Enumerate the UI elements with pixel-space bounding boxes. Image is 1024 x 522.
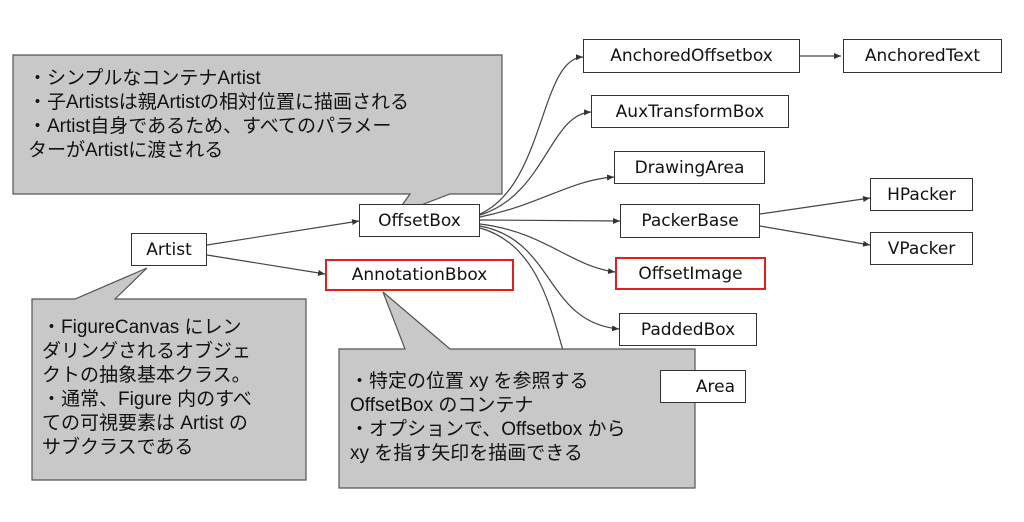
callout-offsetbox-text: ・シンプルなコンテナArtist ・子Artistsは親Artistの相対位置に…	[28, 67, 409, 163]
callout-line: クトの抽象基本クラス。	[42, 365, 251, 386]
edge-offsetbox-packerbase	[479, 217, 621, 224]
callout-line: ・通常、Figure 内のすべ	[42, 389, 252, 410]
node-textarea-partial: Area	[660, 370, 746, 403]
callout-line: ・FigureCanvas にレン	[42, 317, 242, 338]
node-hpacker[interactable]: HPacker	[870, 178, 973, 211]
callout-line: ・特定の位置 xy を参照する	[350, 371, 589, 392]
node-vpacker[interactable]: VPacker	[870, 232, 973, 265]
callout-line: xy を指す矢印を描画できる	[350, 443, 583, 464]
callout-line: ての可視要素は Artist の	[42, 413, 248, 434]
node-anchoredtext[interactable]: AnchoredText	[843, 39, 1002, 73]
node-drawingarea[interactable]: DrawingArea	[614, 151, 765, 184]
edge-offsetbox-offsetimage	[479, 223, 616, 275]
node-offsetimage[interactable]: OffsetImage	[615, 257, 766, 290]
node-artist[interactable]: Artist	[131, 233, 207, 266]
callout-line: ターがArtistに渡される	[28, 140, 224, 161]
callout-line: ・オプションで、Offsetbox から	[350, 419, 626, 440]
callout-artist-text: ・FigureCanvas にレン ダリングされるオブジェ クトの抽象基本クラス…	[42, 316, 252, 460]
callout-line: ・Artist自身であるため、すべてのパラメー	[28, 116, 392, 137]
edge-packerbase-hpacker	[759, 196, 871, 215]
callout-line: サブクラスである	[42, 437, 194, 458]
edge-artist-annotationbbox	[206, 254, 326, 276]
edge-offsetbox-auxtransformbox	[479, 109, 592, 216]
edge-artist-offsetbox	[206, 219, 360, 246]
node-packerbase[interactable]: PackerBase	[620, 204, 760, 238]
edge-offsetbox-paddedbox	[479, 225, 620, 332]
callout-artist-shape	[31, 267, 307, 481]
edge-offsetbox-drawingarea	[479, 174, 615, 218]
callout-line: ・子Artistsは親Artistの相対位置に描画される	[28, 92, 410, 113]
edge-packerbase-vpacker	[759, 225, 871, 247]
callout-line: ダリングされるオブジェ	[42, 341, 252, 362]
node-offsetbox[interactable]: OffsetBox	[359, 204, 480, 237]
callout-annotation-text: ・特定の位置 xy を参照する OffsetBox のコンテナ ・オプションで、…	[350, 370, 626, 466]
edge-offsetbox-anchoredoffsetbox	[479, 54, 584, 215]
callout-line: ・シンプルなコンテナArtist	[28, 68, 261, 89]
callout-line: OffsetBox のコンテナ	[350, 395, 534, 416]
node-anchoredoffsetbox[interactable]: AnchoredOffsetbox	[583, 39, 800, 73]
node-annotationbbox[interactable]: AnnotationBbox	[325, 259, 514, 291]
node-auxtransformbox[interactable]: AuxTransformBox	[591, 95, 789, 128]
callout-annotation-shape	[338, 291, 696, 489]
node-paddedbox[interactable]: PaddedBox	[619, 313, 757, 346]
